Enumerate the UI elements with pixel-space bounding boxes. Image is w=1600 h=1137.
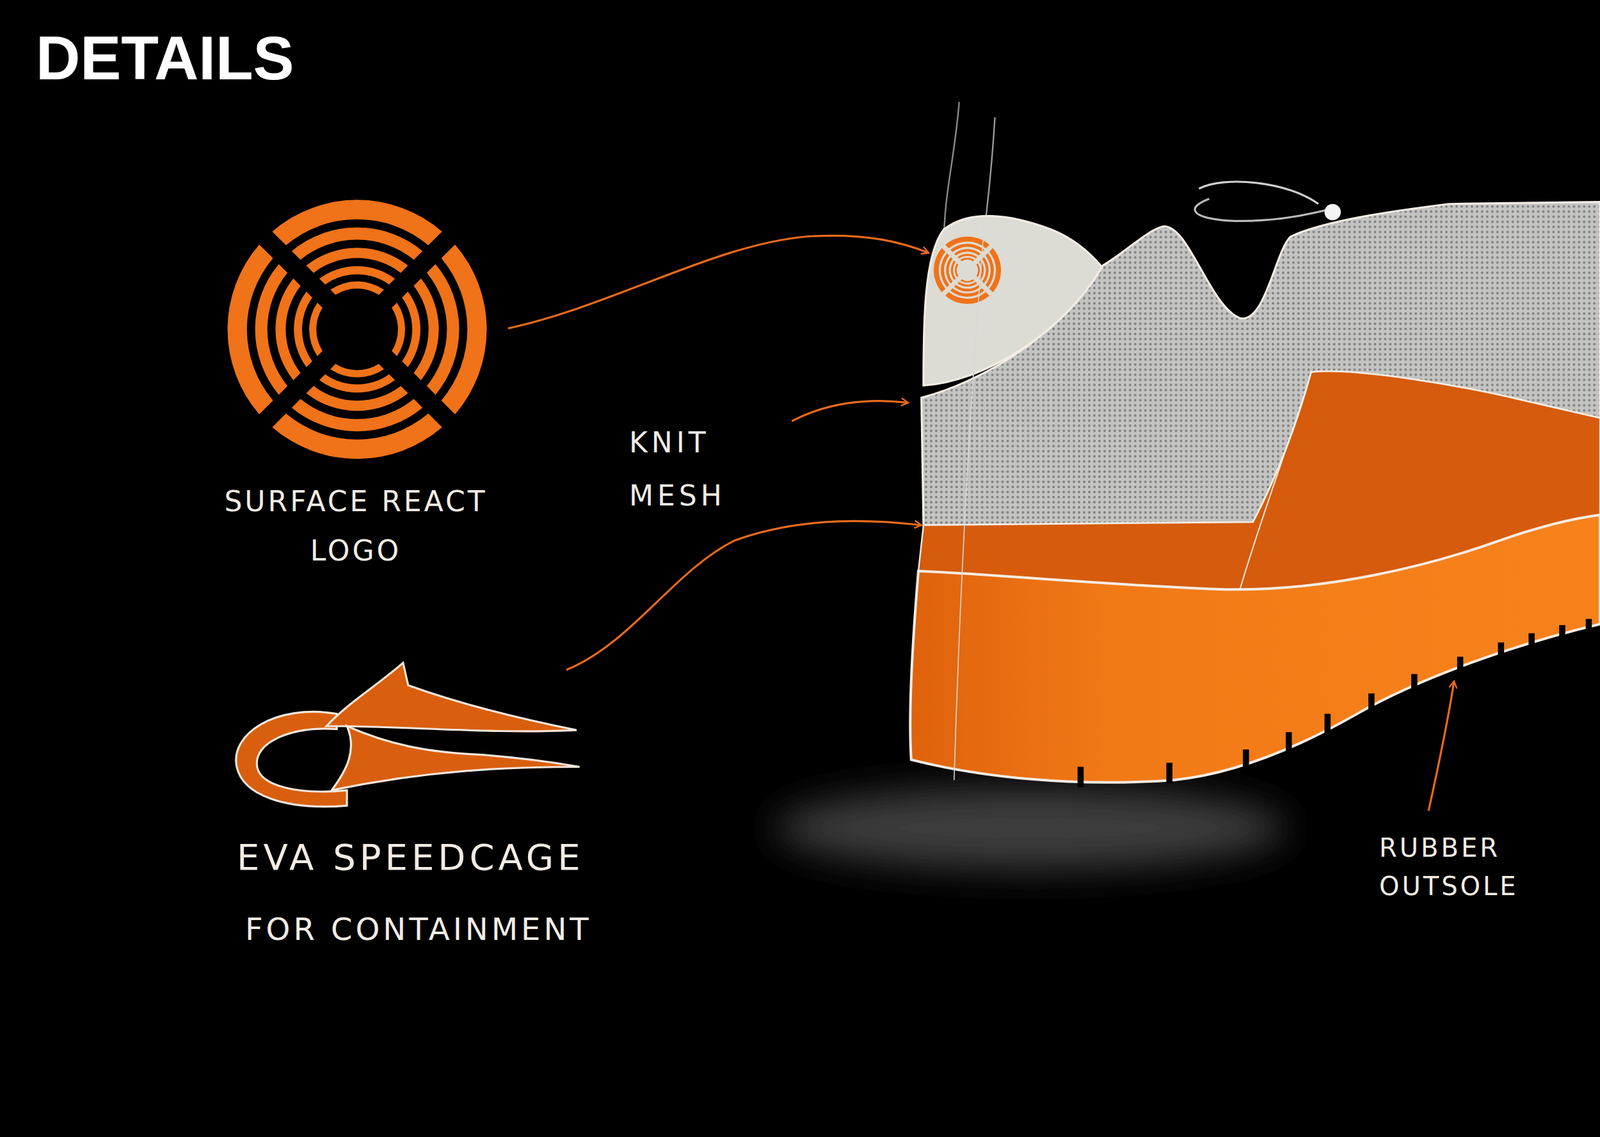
lug-notch: [1411, 673, 1418, 695]
lug-notch: [1368, 693, 1375, 715]
ground-shadow: [775, 787, 1286, 869]
lug-notch: [1077, 766, 1085, 788]
logo-arc: [960, 279, 975, 283]
lace: [1198, 181, 1319, 205]
logo-arc: [976, 263, 980, 278]
lug-notch: [1528, 633, 1535, 655]
speedcage-detail: [236, 663, 580, 808]
logo-arc: [330, 364, 384, 378]
lug-notch: [1457, 656, 1464, 678]
callout-label: EVA SPEEDCAGE: [236, 835, 724, 880]
lace: [1194, 199, 1327, 222]
leader-arrow: [566, 520, 922, 671]
lug-notch: [1285, 732, 1293, 753]
lug-notch: [1166, 762, 1173, 784]
lace-eyelet: [1324, 204, 1342, 221]
outsole-lugs: [1077, 618, 1593, 788]
logo-arc: [960, 257, 975, 262]
lug-notch: [1242, 749, 1250, 770]
leader-arrow: [508, 235, 929, 329]
lug-notch: [1559, 625, 1566, 646]
logo-arc: [954, 263, 959, 278]
page-title: DETAILS: [35, 27, 295, 89]
logo-arc: [309, 302, 323, 357]
callout-label: KNIT MESH: [629, 416, 758, 523]
speedcage-wing: [326, 663, 577, 732]
speedcage-wing: [331, 726, 580, 791]
callout-label: RUBBER OUTSOLE: [1379, 828, 1559, 906]
logo-arc: [330, 281, 384, 296]
heel-tab: [923, 216, 1103, 386]
lug-notch: [1498, 642, 1505, 664]
logo-arc: [391, 302, 406, 357]
heel-logo: [933, 236, 1001, 304]
rubber-outsole: [910, 515, 1600, 783]
leader-arrow: [1428, 681, 1455, 811]
lug-notch: [1585, 618, 1593, 640]
lug-notch: [1324, 714, 1332, 735]
speedcage-edge: [1237, 372, 1312, 598]
surface-react-logo: [227, 199, 488, 459]
callout-label: SURFACE REACT LOGO: [183, 476, 529, 576]
leader-arrow: [791, 401, 909, 422]
callout-note: FOR CONTAINMENT: [245, 910, 732, 949]
sketch-line: [954, 219, 985, 781]
